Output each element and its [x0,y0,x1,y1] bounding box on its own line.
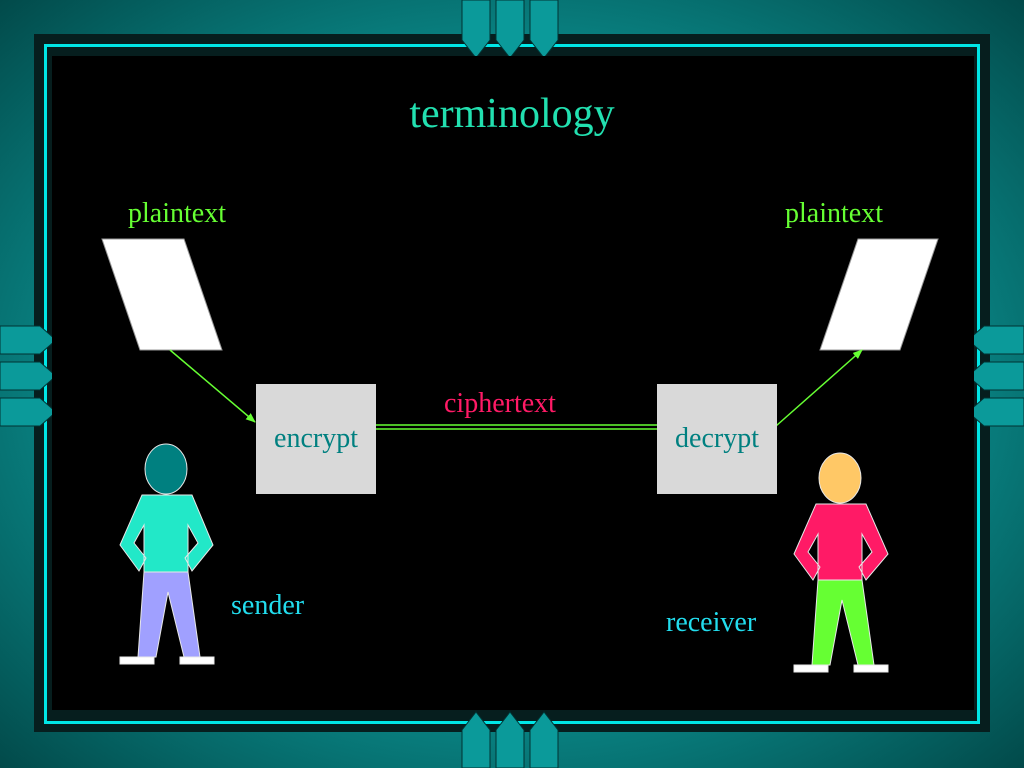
decrypt-label: decrypt [675,423,759,454]
receiver-person-icon [793,452,889,673]
encrypt-label: encrypt [274,423,358,454]
plaintext-document-icon [819,238,939,351]
receiver-label: receiver [666,607,757,638]
decrypt-box: decrypt [657,384,777,494]
arrow-icon [169,349,256,423]
right-plaintext-label: plaintext [785,198,883,229]
ciphertext-label: ciphertext [444,388,556,419]
sender-label: sender [231,590,305,621]
slide-title: terminology [409,91,615,137]
encrypt-box: encrypt [256,384,376,494]
plaintext-document-icon [101,238,223,351]
sender-person-icon [119,443,215,665]
ciphertext-channel [376,424,657,430]
arrow-icon [775,349,863,427]
left-plaintext-label: plaintext [128,198,226,229]
